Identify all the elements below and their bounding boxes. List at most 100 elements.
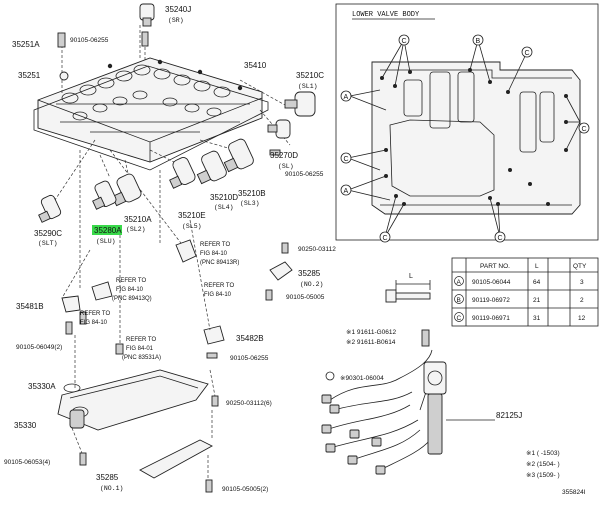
svg-text:A: A [344, 94, 349, 101]
label-90301-06004: ※90301-06004 [340, 375, 384, 382]
ref4-line1: REFER TO [80, 311, 110, 317]
svg-text:C: C [525, 50, 530, 57]
solenoid-35210C[interactable] [284, 91, 316, 117]
label-35210C-sub: (SL1) [298, 83, 318, 90]
part-35240J[interactable] [139, 3, 155, 27]
table-row-b-l: 21 [533, 297, 541, 304]
solenoid-35210E[interactable] [169, 156, 197, 189]
label-35330A: 35330A [28, 382, 56, 391]
label-90105-06255-mid: 90105-06255 [285, 171, 324, 178]
plug-83531A[interactable] [115, 343, 124, 355]
label-35285-no2: 35285 [298, 269, 321, 278]
bracket-35285-no1[interactable] [139, 439, 213, 479]
label-90105-06049: 90105-06049(2) [16, 344, 62, 351]
solenoid-35210B[interactable] [223, 138, 255, 173]
note-3: ※3 (1509- ) [526, 472, 560, 479]
ref4-line2: FIG 84-10 [80, 320, 108, 326]
document-id: 355824I [562, 489, 586, 496]
label-35280A-sub: (SLU) [96, 238, 116, 245]
callout-C-bottom-left: C [379, 231, 391, 243]
svg-text:C: C [498, 235, 503, 242]
label-35210E: 35210E [178, 211, 206, 220]
label-35210B: 35210B [238, 189, 266, 198]
sensor-bracket-upper[interactable] [175, 239, 197, 263]
bolt-90105-06049[interactable] [79, 311, 87, 325]
table-header-part: PART NO. [480, 263, 510, 270]
table-row-a-qty: 3 [580, 279, 584, 286]
bolt-top[interactable] [141, 31, 149, 47]
note-1: ※1 ( -1503) [526, 450, 560, 457]
label-35210D: 35210D [210, 193, 238, 202]
label-35482B: 35482B [236, 334, 264, 343]
callout-A-left-2: A [340, 184, 352, 196]
label-35210C: 35210C [296, 71, 324, 80]
label-35481B: 35481B [16, 302, 44, 311]
solenoid-35270D[interactable] [267, 119, 291, 139]
solenoid-35280A[interactable] [92, 180, 118, 210]
svg-text:C: C [344, 156, 349, 163]
solenoid-35290C[interactable] [38, 194, 62, 223]
bracket-35285-no2[interactable] [269, 261, 293, 281]
labels-left: 35240J (SR) 35251A 90105-06255 35410 352… [4, 5, 336, 493]
pin-90250-03112[interactable] [281, 242, 289, 254]
solenoid-35210A[interactable] [111, 172, 142, 207]
bolt-mid[interactable] [269, 149, 281, 156]
label-35210E-sub: (SL5) [182, 223, 202, 230]
ref3-line2: FIG 84-10 [116, 287, 144, 293]
bolt-90105-05005-2[interactable] [205, 479, 213, 493]
ref3-line1: REFER TO [116, 278, 146, 284]
svg-text:A: A [344, 188, 349, 195]
callout-C-bottom-right: C [494, 231, 506, 243]
solenoid-35210D[interactable] [196, 150, 228, 185]
label-91611-G0612: ※1 91611-G0612 [346, 329, 397, 336]
label-35280A: 35280A [94, 226, 122, 235]
bolt-spec-table: PART NO. L QTY A 90105-06044 64 3 B 9011… [451, 257, 599, 327]
label-35210A: 35210A [124, 215, 152, 224]
label-90250-03112-6: 90250-03112(6) [226, 400, 272, 407]
svg-text:C: C [582, 126, 587, 133]
wire-harness-82125J[interactable] [321, 329, 495, 475]
table-row-a-l: 64 [533, 279, 541, 286]
label-35285-no1: 35285 [96, 473, 119, 482]
label-35210D-sub: (SL4) [214, 204, 234, 211]
table-row-b-part: 90119-06972 [472, 297, 510, 304]
label-35270D: 35270D [270, 151, 298, 160]
clip-35481B[interactable] [61, 295, 81, 335]
pin-90250-03112-6[interactable] [211, 395, 219, 407]
label-35240J-sub: (SR) [168, 17, 184, 24]
oil-strainer-35330[interactable] [57, 369, 209, 431]
bolt-90105-05005[interactable] [265, 289, 273, 301]
label-90105-05005-2: 90105-05005(2) [222, 486, 268, 493]
label-90105-06255-low: 90105-06255 [230, 355, 269, 362]
callout-A-left-1: A [340, 90, 352, 102]
label-35210B-sub: (SL3) [240, 200, 260, 207]
leader-lines-lower [61, 170, 216, 480]
table-row-b-key: B [457, 297, 461, 304]
clip-35482B[interactable] [203, 325, 225, 345]
table-row-c-key: C [457, 315, 462, 322]
svg-text:C: C [383, 235, 388, 242]
svg-text:B: B [476, 38, 481, 45]
part-35251[interactable] [59, 71, 69, 81]
bolt-mid-low[interactable] [206, 352, 218, 359]
label-35251: 35251 [18, 71, 41, 80]
gasket-35330A[interactable] [63, 383, 81, 393]
ref1-line1: REFER TO [200, 242, 230, 248]
label-35410: 35410 [244, 61, 267, 70]
table-row-c-qty: 12 [578, 315, 586, 322]
label-90105-05005: 90105-05005 [286, 294, 325, 301]
table-row-b-qty: 2 [580, 297, 584, 304]
label-35330: 35330 [14, 421, 37, 430]
ref1-line3: (PNC 89413R) [200, 260, 239, 266]
table-row-a-part: 90105-06044 [472, 279, 511, 286]
label-90105-06053: 90105-06053(4) [4, 459, 50, 466]
table-row-c-part: 90119-06971 [472, 315, 510, 322]
table-row-c-l: 31 [533, 315, 541, 322]
note-2: ※2 (1504- ) [526, 461, 560, 468]
part-35251A[interactable] [57, 32, 66, 48]
lower-valve-body-title: LOWER VALVE BODY [352, 11, 420, 19]
callout-C-top: C [398, 34, 410, 46]
sensor-bracket-lower[interactable] [91, 281, 113, 301]
bolt-90105-06053-4[interactable] [79, 452, 87, 466]
